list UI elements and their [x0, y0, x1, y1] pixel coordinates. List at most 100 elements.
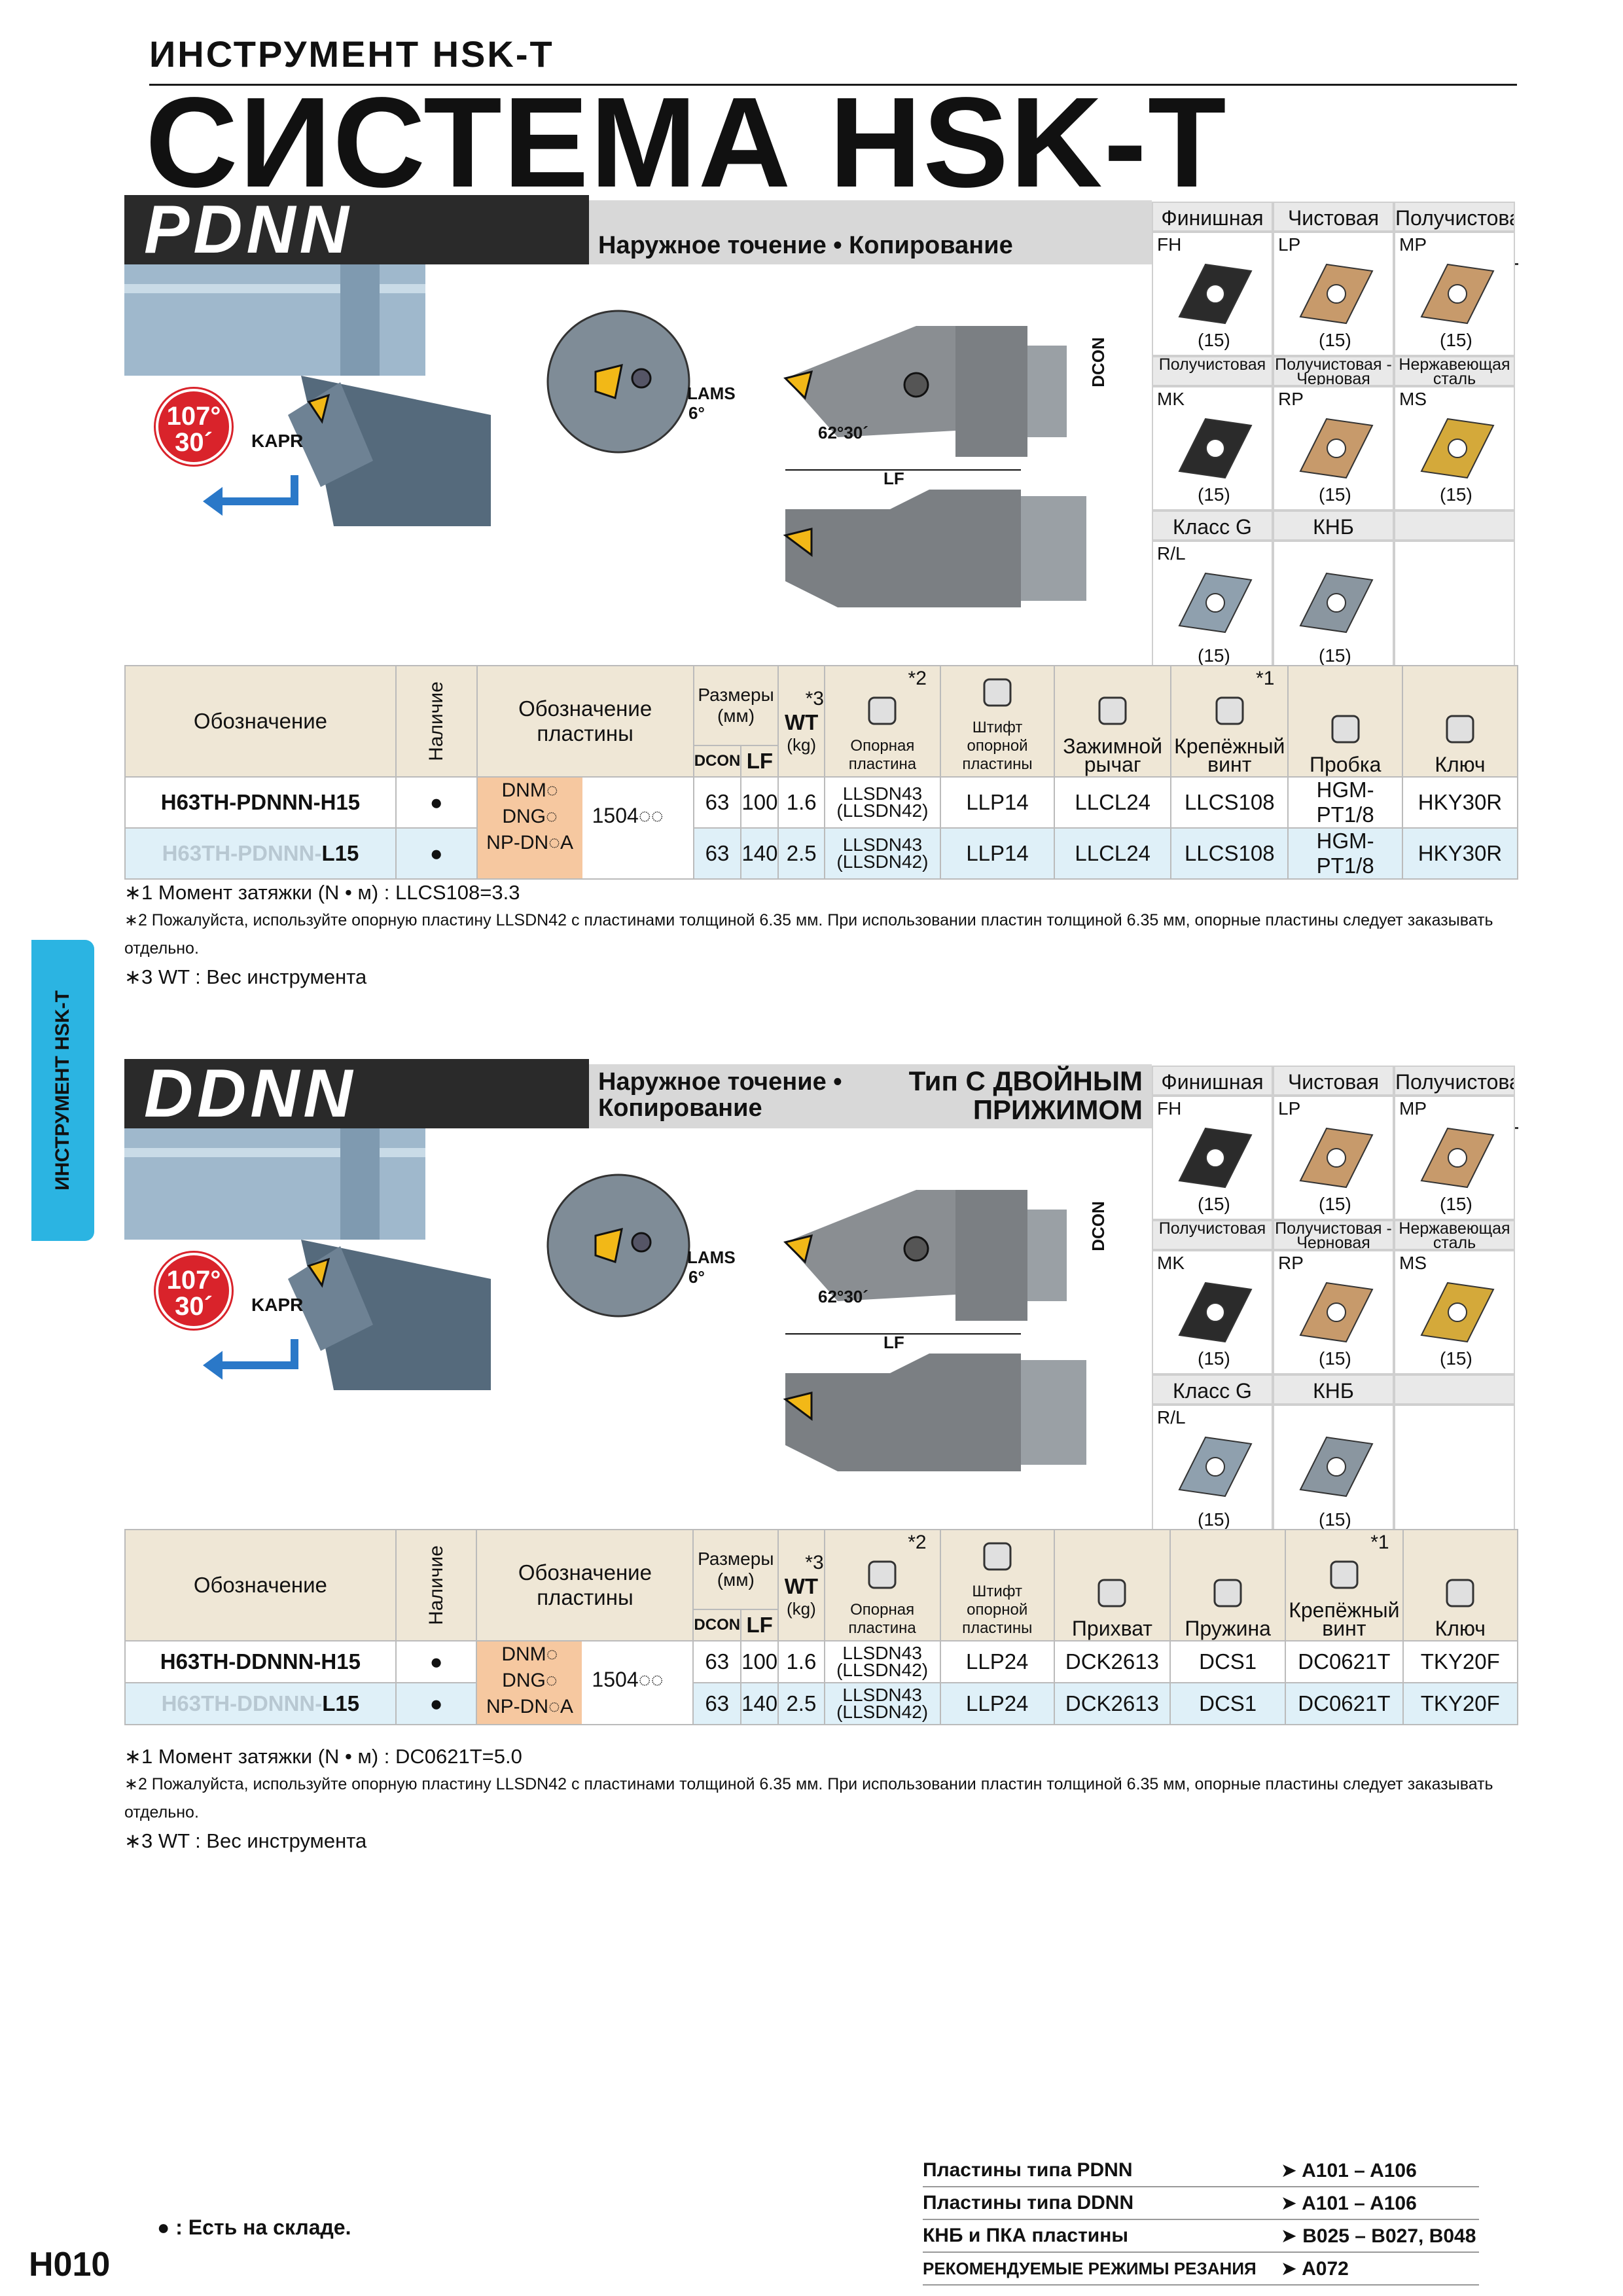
part-icon	[941, 1530, 1054, 1583]
insert-icon	[1166, 412, 1258, 488]
lams-value: 6°	[688, 1267, 705, 1287]
stock-indicator: ●	[395, 1640, 478, 1683]
insert-category-1-2: Чистовая	[1273, 202, 1394, 232]
insert-icon	[1166, 258, 1258, 333]
part-label: Опорная пластина	[848, 1601, 916, 1637]
col-stock-label: Наличие	[425, 1545, 447, 1625]
col-lf: LF	[740, 1609, 779, 1641]
lf-value: 140	[740, 827, 779, 880]
reference-row[interactable]: Пластины типа DDNN➤ A101 – A106	[923, 2187, 1479, 2220]
insert-code-2: DNG◌	[502, 806, 558, 827]
stock-indicator: ●	[395, 776, 478, 829]
insert-code: MS	[1399, 1253, 1427, 1273]
reference-pages[interactable]: ➤ A101 – A106	[1260, 2155, 1479, 2187]
dcon-value: 63	[692, 827, 742, 880]
reference-row[interactable]: Пластины типа PDNN➤ A101 – A106	[923, 2155, 1479, 2187]
pin-value: LLP14	[939, 827, 1056, 880]
shim-alt: (LLSDN42)	[836, 852, 929, 872]
shim-value: LLSDN43(LLSDN42)	[823, 776, 941, 829]
insert-cell	[1394, 541, 1515, 672]
footnote-2: ∗2 Пожалуйста, используйте опорную пласт…	[124, 1775, 1493, 1821]
shim-main: LLSDN43	[842, 1643, 922, 1663]
col-stock: Наличие	[395, 1529, 478, 1641]
part-label: Крепёжный винт	[1289, 1598, 1400, 1640]
part-header-6: Ключ	[1401, 665, 1519, 778]
tool-side-view	[759, 1164, 1126, 1494]
insert-code-box: DNM◌DNG◌NP-DN◌A	[477, 1641, 582, 1724]
insert-code-box: DNM◌DNG◌NP-DN◌A	[477, 778, 582, 878]
reference-pages[interactable]: ➤ A072	[1260, 2252, 1479, 2286]
col-designation: Обозначение	[124, 665, 397, 778]
side-tab[interactable]: ИНСТРУМЕНТ HSK-T	[31, 940, 94, 1241]
kapr-minutes: 30´	[175, 428, 213, 457]
lever-value: LLCL24	[1054, 827, 1172, 880]
plug-value: HGM-PT1/8	[1287, 776, 1403, 829]
insert-category-2-2: Получистовая - Черновая	[1273, 1220, 1394, 1250]
tool-illustration	[124, 264, 491, 526]
col-dims: Размеры (мм)	[692, 1529, 779, 1610]
footnote-1: ∗1 Момент затяжки (N • м) : LLCS108=3.3	[124, 881, 520, 904]
tool-name-suffix: H15	[321, 1649, 361, 1674]
reference-row[interactable]: РЕКОМЕНДУЕМЫЕ РЕЖИМЫ РЕЗАНИЯ➤ A072	[923, 2252, 1479, 2286]
feed-arrow-icon	[196, 469, 301, 524]
reference-pages[interactable]: ➤ A101 – A106	[1260, 2187, 1479, 2220]
insert-code: MS	[1399, 389, 1427, 409]
part-note: *1	[1370, 1532, 1389, 1553]
part-icon	[825, 1549, 940, 1601]
section-title: PDNN	[144, 192, 353, 268]
feed-arrow-icon	[196, 1333, 301, 1388]
insert-qty: (15)	[1198, 645, 1230, 666]
part-label: Штифт опорной пластины	[962, 719, 1033, 773]
insert-category-2-1: Получистовая	[1152, 1220, 1273, 1250]
pin-value: LLP24	[939, 1640, 1055, 1683]
footnote-3: ∗3 WT : Вес инструмента	[124, 1829, 367, 1852]
lever-value: DCK2613	[1053, 1640, 1171, 1683]
insert-code: RP	[1278, 389, 1304, 409]
insert-qty: (15)	[1198, 1348, 1230, 1369]
section-banner: PDNN	[124, 195, 589, 264]
lf-label: LF	[883, 1333, 904, 1352]
insert-icon	[1166, 567, 1258, 642]
insert-cell	[1152, 541, 1273, 672]
kapr-angle: 107°	[166, 402, 221, 431]
insert-category-1-3: Получистовая	[1394, 1066, 1515, 1096]
screw-value: LLCS108	[1170, 827, 1289, 880]
insert-icon	[1287, 412, 1379, 488]
col-wt-unit: (kg)	[787, 1598, 816, 1619]
insert-qty: (15)	[1319, 1348, 1351, 1369]
insert-qty: (15)	[1319, 330, 1351, 350]
shim-value: LLSDN43(LLSDN42)	[823, 1682, 941, 1725]
insert-code-1: DNM◌	[501, 780, 558, 801]
insert-code: FH	[1157, 1098, 1182, 1119]
footnotes: ∗1 Момент затяжки (N • м) : DC0621T=5.0∗…	[124, 1742, 1525, 1855]
reference-pages[interactable]: ➤ B025 – B027, B048	[1260, 2219, 1479, 2253]
screw-value: DCS1	[1169, 1640, 1287, 1683]
col-stock-label: Наличие	[425, 681, 447, 761]
insert-category-3-2: КНБ	[1273, 1374, 1394, 1405]
part-icon	[825, 685, 940, 737]
insert-code-1: DNM◌	[501, 1643, 558, 1665]
insert-code: RP	[1278, 1253, 1304, 1273]
insert-icon	[1408, 258, 1500, 333]
insert-category-2-1: Получистовая	[1152, 356, 1273, 386]
insert-category-1-3: Получистовая	[1394, 202, 1515, 232]
col-insert: Обозначение пластины	[476, 665, 694, 778]
insert-code: LP	[1278, 234, 1301, 255]
dcon-value: 63	[692, 776, 742, 829]
dcon-value: 63	[692, 1640, 742, 1683]
part-note: *2	[908, 668, 927, 689]
wt-value: 1.6	[777, 776, 825, 829]
angle-label: 62°30´	[818, 423, 868, 442]
insert-code: R/L	[1157, 1407, 1186, 1427]
reference-row[interactable]: КНБ и ПКА пластины➤ B025 – B027, B048	[923, 2219, 1479, 2253]
insert-qty: (15)	[1319, 1509, 1351, 1530]
insert-category-1-1: Финишная	[1152, 1066, 1273, 1096]
insert-qty: (15)	[1319, 645, 1351, 666]
footnote-2: ∗2 Пожалуйста, используйте опорную пласт…	[124, 911, 1493, 958]
